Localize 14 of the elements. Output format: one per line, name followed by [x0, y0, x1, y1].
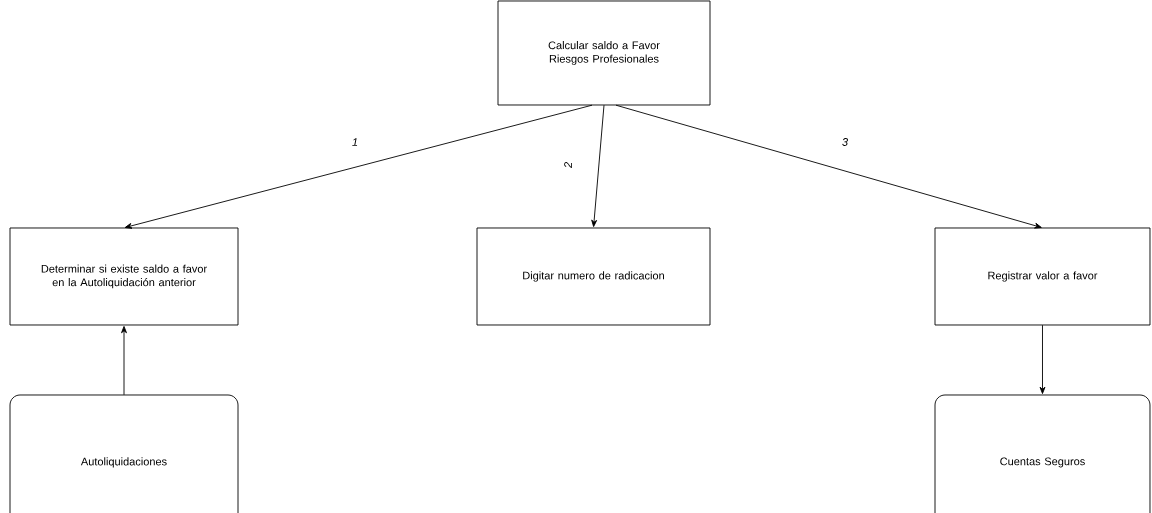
arrow: [121, 326, 127, 396]
process-box: Digitar numero de radicacion: [476, 227, 711, 326]
edge-label: 1: [352, 138, 358, 146]
process-box: Calcular saldo a Favor Riesgos Profesionales: [497, 0, 711, 106]
process-box: Registrar valor a favor: [934, 227, 1151, 326]
process-box: Determinar si existe saldo a favor en la Autoliquidación anterior: [9, 227, 239, 326]
arrow: [591, 104, 605, 227]
arrow: [124, 104, 593, 229]
arrow: [1039, 324, 1046, 394]
edge-label: 3: [842, 138, 848, 146]
arrow: [615, 104, 1042, 229]
data-store: Cuentas Seguros: [934, 394, 1151, 513]
edge-label: 2: [564, 162, 572, 169]
data-store: Autoliquidaciones: [9, 394, 239, 513]
